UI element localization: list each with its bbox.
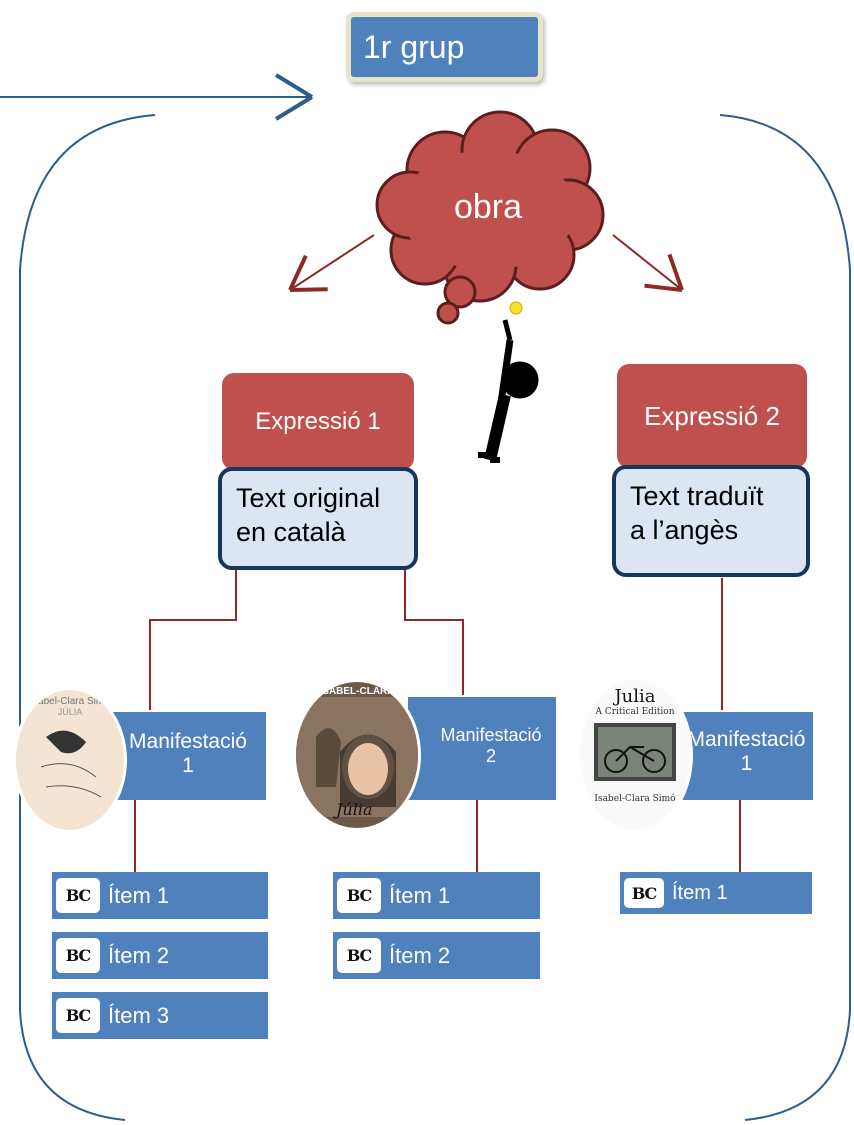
item-label: Ítem 1 [108,882,170,908]
library-logo-icon: BC [337,938,381,973]
list-item: BC Ítem 1 [333,872,540,919]
work-label: obra [453,188,523,226]
expression-2-text: Text traduït a l’angès [612,465,810,577]
library-logo-icon: BC [337,878,381,913]
book-cover-2: ISABEL-CLARA Júlia [296,682,418,828]
list-item: BC Ítem 2 [333,932,540,979]
library-logo-icon: BC [56,938,100,973]
arrow-to-expr2 [612,234,684,292]
list-item: BC Ítem 1 [620,872,812,914]
book-cover-1: Isabel-Clara Simó JÚLIA [16,690,124,830]
arrow-to-expr1 [288,234,375,292]
expression-2: Expressió 2 [617,364,807,468]
expression-1-text: Text original en català [218,467,418,570]
list-item: BC Ítem 2 [52,932,268,979]
library-logo-icon: BC [56,998,100,1033]
item-label: Ítem 1 [389,882,451,908]
item-label: Ítem 1 [672,881,728,904]
cloud-fill [400,150,576,270]
library-logo-icon: BC [56,878,100,913]
manifestation-2: Manifestació 2 [408,697,556,800]
manifestation-1: Manifestació 1 [110,712,266,800]
book-cover-3: Julia A Critical Edition Isabel-Clara Si… [580,680,690,830]
connector-expr1-m2 [404,568,464,695]
expression-1: Expressió 1 [222,373,414,470]
connector-expr1-m1 [149,568,237,710]
frame-left [19,114,156,1121]
thinking-person-icon [478,301,539,463]
list-item: BC Ítem 3 [52,992,268,1039]
cover-1-sketch [40,730,102,798]
cover-2-portrait [296,697,418,817]
cover-3-bicycle [594,723,676,781]
item-label: Ítem 3 [108,1002,170,1028]
item-label: Ítem 2 [108,942,170,968]
frame-right [719,114,851,1121]
list-item: BC Ítem 1 [52,872,268,919]
library-logo-icon: BC [624,878,664,908]
manifestation-3: Manifestació 1 [680,712,813,800]
item-label: Ítem 2 [389,942,451,968]
group-label: 1r grup [346,12,543,82]
